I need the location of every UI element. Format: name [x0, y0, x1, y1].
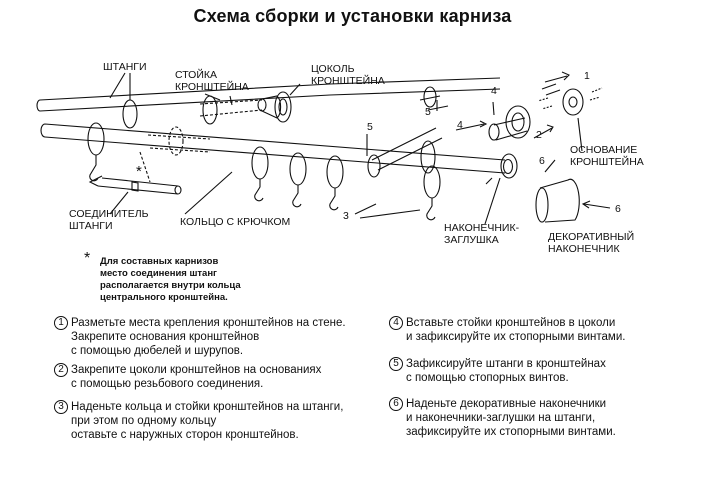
label-ring: КОЛЬЦО С КРЮЧКОМ: [180, 216, 291, 228]
assembly-note: * Для составных карнизов место соединени…: [84, 250, 241, 304]
step-5: 5 Зафиксируйте штанги в кронштейнах с по…: [389, 357, 689, 385]
callout-4: 4: [491, 85, 497, 97]
end-plug: [485, 153, 518, 185]
decorative-end: [535, 178, 580, 223]
bracket-base-right: [537, 83, 603, 116]
upper-rod-right: [329, 77, 501, 96]
label-rods: ШТАНГИ: [103, 61, 147, 73]
upper-rod: [36, 83, 331, 112]
step-2: 2 Закрепите цоколи кронштейнов на основа…: [54, 363, 384, 391]
callout-5a: 5: [425, 106, 431, 118]
lower-rod: [40, 123, 514, 175]
bracket-center: [367, 86, 449, 178]
callout-6a: 6: [539, 155, 545, 167]
callout-5b: 5: [367, 121, 373, 133]
callout-4b: 4: [457, 119, 463, 131]
callout-star: *: [136, 163, 142, 180]
callout-6b: 6: [615, 203, 621, 215]
step-6: 6 Наденьте декоративные наконечники и на…: [389, 397, 689, 439]
note-star: *: [84, 250, 91, 267]
callout-2: 2: [536, 129, 542, 141]
step-4: 4 Вставьте стойки кронштейнов в цоколи и…: [389, 316, 689, 344]
label-end-plug: НАКОНЕЧНИК-ЗАГЛУШКА: [444, 222, 520, 246]
callout-1: 1: [584, 70, 590, 82]
bracket-post-right: [488, 105, 531, 141]
page-title: Схема сборки и установки карниза: [193, 6, 512, 26]
rod-connector: [88, 151, 182, 195]
rings: [87, 99, 441, 221]
bracket-post-left: [199, 91, 292, 123]
step-1: 1 Разметьте места крепления кронштейнов …: [54, 316, 384, 358]
step-3: 3 Наденьте кольца и стойки кронштейнов н…: [54, 400, 384, 442]
callout-3: 3: [343, 210, 349, 222]
